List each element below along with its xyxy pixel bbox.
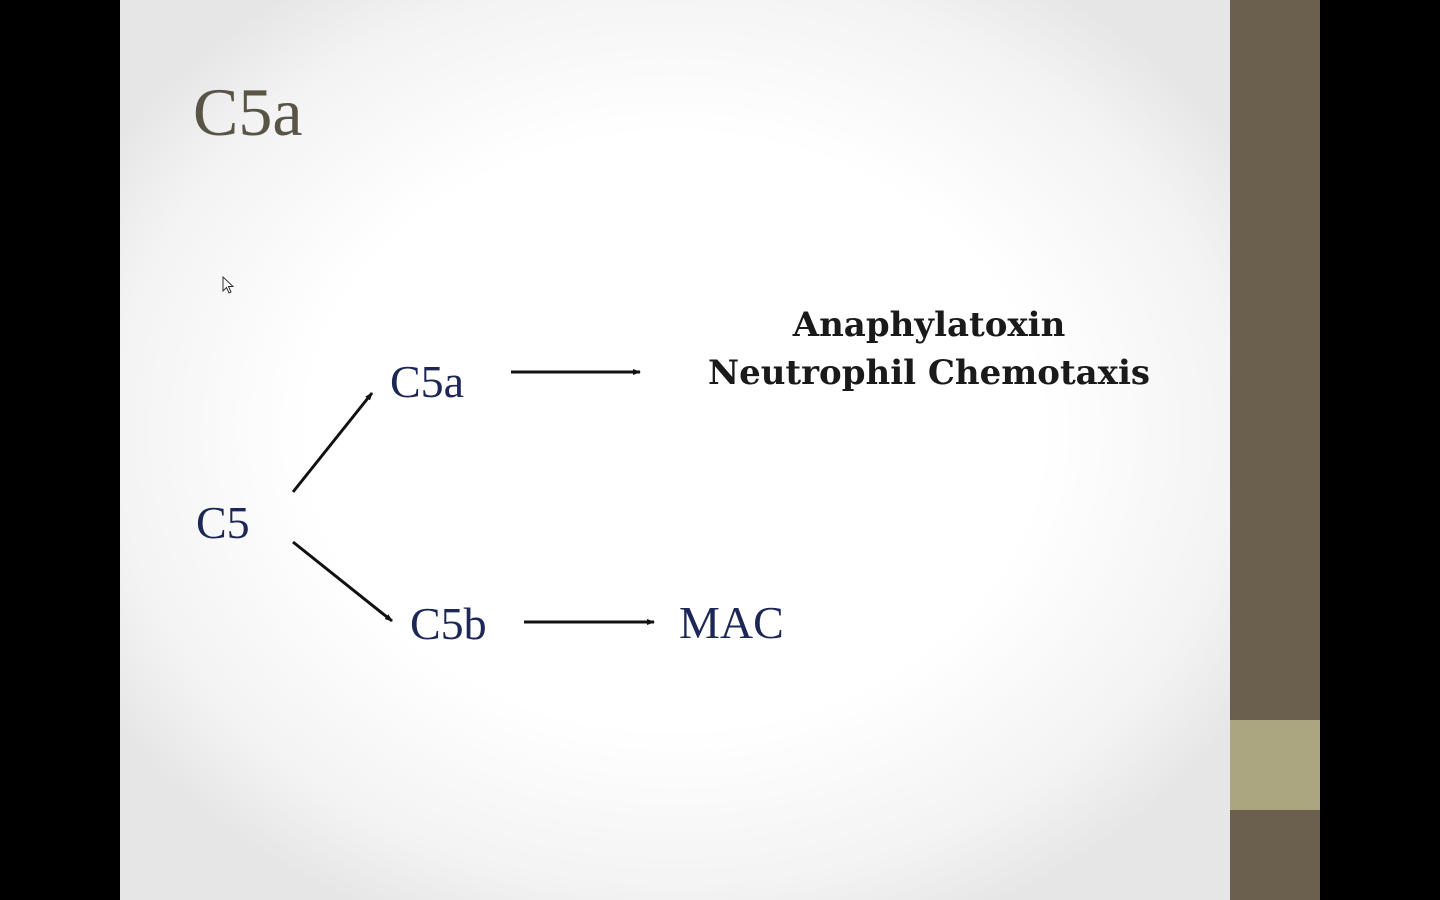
slide-title: C5a <box>193 74 303 150</box>
mouse-cursor-icon <box>222 276 235 294</box>
sidebar-accent-block <box>1230 720 1320 810</box>
c5a-effects: Anaphylatoxin Neutrophil Chemotaxis <box>699 302 1159 397</box>
effect-neutrophil-chemotaxis: Neutrophil Chemotaxis <box>707 352 1151 393</box>
node-c5b: C5b <box>410 598 487 649</box>
slide <box>120 0 1230 900</box>
arrow-c5-to-c5b <box>292 540 393 623</box>
effect-anaphylatoxin: Anaphylatoxin <box>792 305 1066 345</box>
arrow-c5-to-c5a <box>291 392 374 493</box>
slide-sidebar <box>1230 0 1320 900</box>
node-c5: C5 <box>196 497 250 548</box>
node-mac: MAC <box>679 597 784 648</box>
node-c5a: C5a <box>390 356 465 407</box>
